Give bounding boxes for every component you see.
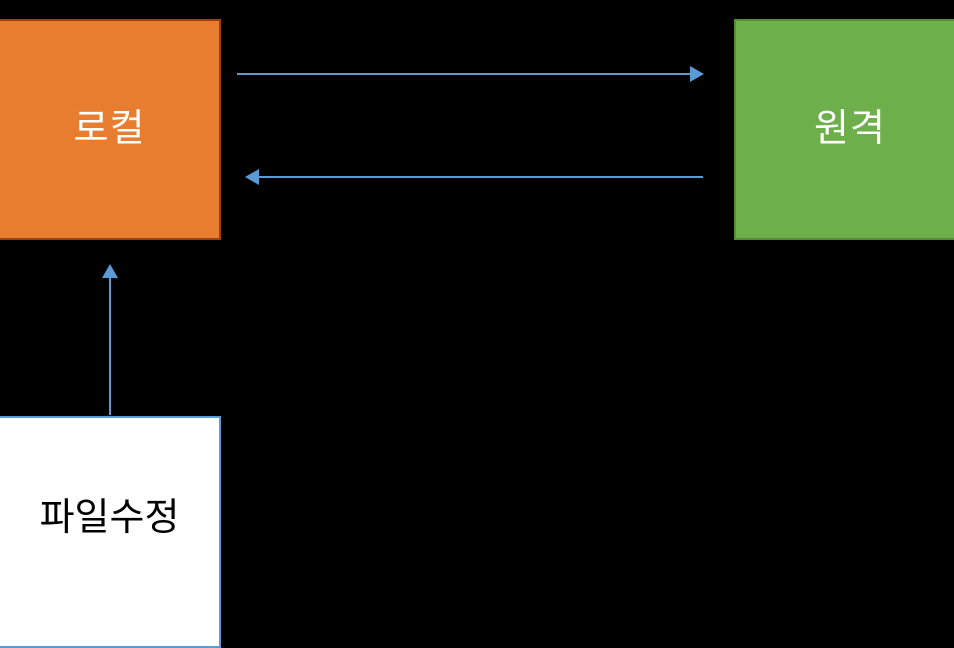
node-file-edit-label: 파일수정	[39, 497, 180, 540]
edge-local-to-remote	[237, 66, 704, 82]
edge-remote-to-local	[245, 169, 703, 185]
node-file-edit[interactable]: 파일수정	[0, 416, 221, 648]
arrowhead-left-icon	[245, 169, 259, 185]
arrowhead-up-icon	[102, 264, 118, 278]
arrowhead-right-icon	[690, 66, 704, 82]
node-remote-label: 원격	[814, 107, 886, 150]
node-local[interactable]: 로컬	[0, 19, 221, 240]
node-remote[interactable]: 원격	[734, 19, 954, 240]
edge-fileedit-to-local	[102, 264, 118, 415]
node-local-label: 로컬	[73, 107, 146, 150]
